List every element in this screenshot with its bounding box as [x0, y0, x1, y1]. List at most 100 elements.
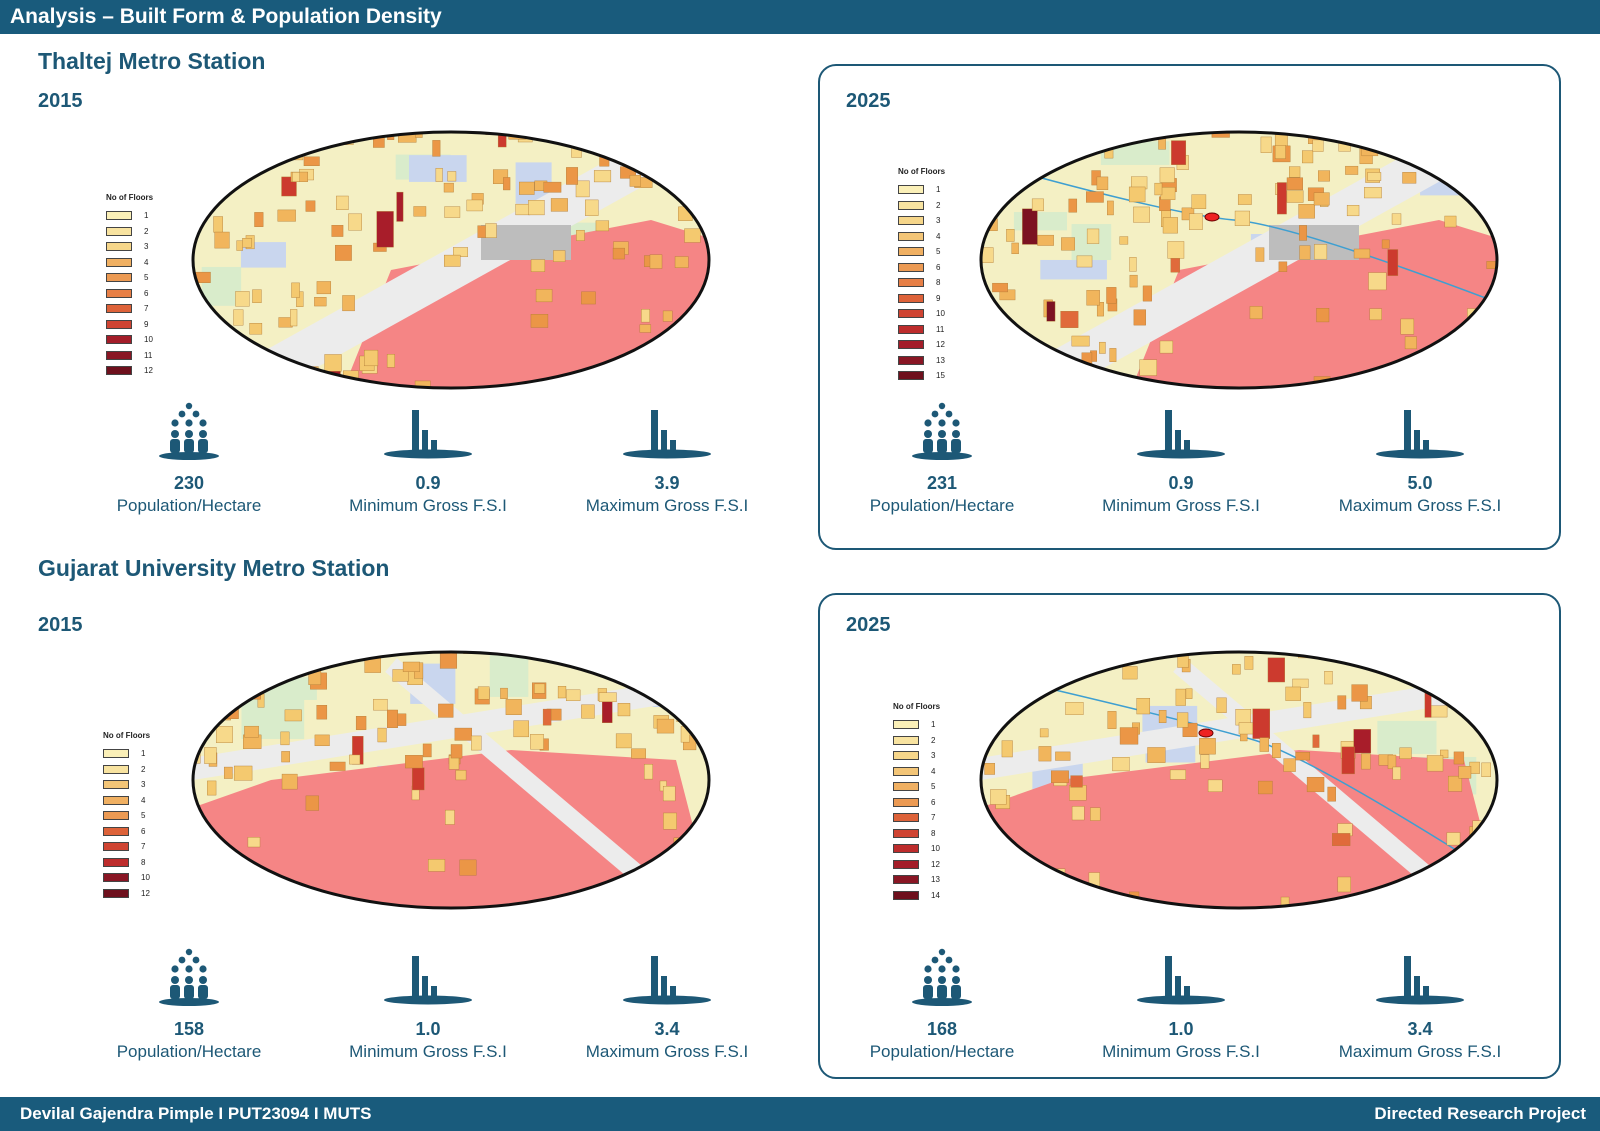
building	[1169, 769, 1186, 780]
building	[405, 755, 423, 769]
building	[1426, 755, 1444, 772]
building	[432, 140, 441, 157]
legend-label: 10	[936, 309, 945, 319]
building	[364, 349, 379, 367]
building	[1278, 261, 1288, 272]
legend-item: 4	[898, 229, 945, 245]
legend-item: 6	[106, 286, 153, 302]
legend-item: 12	[103, 886, 150, 902]
building	[1458, 701, 1468, 711]
legend-swatch	[893, 859, 919, 869]
legend-label: 1	[141, 749, 146, 759]
building	[1071, 806, 1085, 821]
building	[500, 687, 508, 699]
building	[1295, 751, 1311, 761]
building	[1368, 272, 1387, 291]
building	[981, 716, 995, 728]
building	[305, 200, 316, 212]
building	[1036, 645, 1053, 650]
legend-label: 6	[141, 826, 146, 836]
legend-swatch	[106, 319, 132, 329]
population-stat: 158 Population/Hectare	[74, 948, 304, 1062]
legend-swatch	[106, 242, 132, 252]
stat-label: Minimum Gross F.S.I	[1102, 496, 1260, 515]
building	[1289, 166, 1301, 178]
building	[193, 205, 199, 222]
building	[1159, 167, 1175, 183]
legend-swatch	[893, 766, 919, 776]
legend-swatch	[898, 309, 924, 319]
building	[1237, 194, 1252, 205]
building	[992, 282, 1008, 293]
building	[690, 159, 705, 172]
legend-label: 3	[931, 751, 936, 761]
building	[443, 182, 454, 193]
legend-item: 3	[893, 748, 940, 764]
building	[248, 160, 261, 172]
legend-swatch	[893, 751, 919, 761]
building	[595, 220, 610, 232]
legend-label: 5	[144, 273, 149, 283]
building	[1292, 678, 1309, 688]
building	[674, 256, 689, 268]
legend-title: No of Floors	[103, 731, 151, 740]
building	[230, 138, 247, 154]
building	[1337, 876, 1351, 893]
landuse-patch	[652, 675, 706, 708]
building	[1461, 658, 1473, 675]
legend-swatch	[103, 780, 129, 790]
building	[315, 375, 334, 388]
landuse-patch	[701, 652, 709, 674]
building	[1312, 734, 1320, 748]
building	[1046, 301, 1056, 322]
building	[387, 132, 395, 140]
building	[515, 203, 531, 216]
metro-station-marker	[1204, 212, 1220, 222]
legend-swatch	[898, 293, 924, 303]
legend-item: 3	[103, 777, 150, 793]
building	[1049, 369, 1060, 384]
legend-item: 7	[103, 839, 150, 855]
legend-item: 3	[106, 239, 153, 255]
landuse-patch	[489, 655, 529, 697]
building	[530, 734, 544, 750]
building	[252, 289, 262, 303]
legend-swatch	[893, 844, 919, 854]
building	[612, 247, 625, 260]
building	[1324, 671, 1333, 685]
building	[697, 140, 707, 154]
building	[1395, 657, 1412, 666]
building	[1502, 892, 1504, 903]
legend-item: 15	[898, 368, 945, 384]
building	[1158, 710, 1167, 723]
built-form-map	[979, 130, 1499, 390]
legend-label: 1	[931, 720, 936, 730]
building	[1435, 652, 1447, 664]
building	[1244, 656, 1254, 670]
building	[253, 140, 272, 155]
building	[1216, 697, 1227, 713]
legend-item: 12	[893, 857, 940, 873]
building	[397, 713, 407, 726]
building	[193, 307, 203, 320]
max-fsi-stat: 3.9 Maximum Gross F.S.I	[552, 402, 782, 516]
legend-item: 2	[893, 733, 940, 749]
building	[1337, 695, 1347, 710]
building	[528, 200, 545, 216]
building	[217, 157, 224, 171]
legend-swatch	[106, 273, 132, 283]
legend-label: 8	[931, 828, 936, 838]
stat-value: 5.0	[1407, 473, 1433, 493]
building	[576, 374, 589, 387]
bar-chart-icon	[1305, 402, 1535, 467]
building	[1041, 157, 1054, 169]
building	[193, 671, 201, 687]
footer-bar: Devilal Gajendra Pimple I PUT23094 I MUT…	[0, 1097, 1600, 1131]
building	[1315, 652, 1325, 656]
building	[615, 733, 632, 749]
building	[1006, 229, 1015, 242]
building	[249, 323, 263, 335]
stat-label: Population/Hectare	[869, 496, 1015, 515]
building	[664, 692, 678, 703]
building	[1286, 177, 1303, 191]
